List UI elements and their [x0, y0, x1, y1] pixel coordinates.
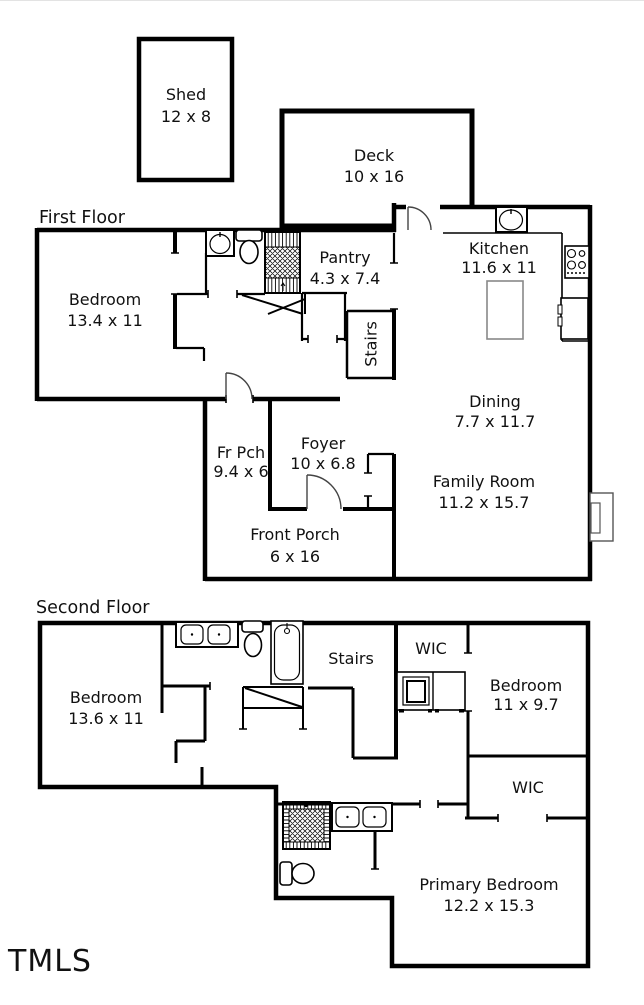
shed-name: Shed — [166, 85, 206, 104]
kitchen-name: Kitchen — [469, 239, 529, 258]
bedroom1-dims: 13.4 x 11 — [67, 311, 143, 330]
refrigerator-icon — [557, 297, 589, 340]
deck-name: Deck — [354, 146, 395, 165]
stairs1-label: Stairs — [362, 321, 381, 367]
stairs-hatch-icon — [264, 231, 301, 294]
double-vanity-icon — [331, 802, 393, 832]
second-floor: Second Floor — [36, 598, 591, 969]
pantry-name: Pantry — [319, 248, 370, 267]
stove-icon — [564, 245, 590, 279]
family-room-name: Family Room — [433, 472, 535, 491]
bedroom3-name: Bedroom — [490, 676, 562, 695]
stairs2-well — [242, 686, 304, 729]
fr-pch-dims: 9.4 x 6 — [213, 462, 268, 481]
foyer-name: Foyer — [301, 434, 346, 453]
deck-dims: 10 x 16 — [344, 167, 404, 186]
first-floor-label: First Floor — [39, 208, 126, 228]
washer-dryer-icon — [396, 671, 466, 713]
deck: Deck 10 x 16 — [279, 108, 475, 230]
second-floor-bathroom — [175, 620, 304, 685]
stairs1-box — [345, 309, 394, 380]
deck-door — [407, 206, 432, 231]
bedroom3-dims: 11 x 9.7 — [493, 695, 558, 714]
shed-outline — [136, 36, 235, 183]
wic2-label: WIC — [512, 778, 544, 797]
double-vanity-icon — [175, 621, 239, 648]
wic1-label: WIC — [415, 639, 447, 658]
shed: Shed 12 x 8 — [136, 36, 235, 183]
dining-dims: 7.7 x 11.7 — [455, 412, 536, 431]
shower-head — [304, 803, 308, 808]
front-porch-dims: 6 x 16 — [270, 547, 320, 566]
family-room-dims: 11.2 x 15.7 — [439, 493, 530, 512]
primary-bedroom-dims: 12.2 x 15.3 — [444, 896, 535, 915]
toilet-icon — [235, 229, 263, 265]
toilet-icon — [279, 861, 315, 886]
understair-lines — [241, 292, 306, 315]
second-floor-inner-walls — [160, 621, 590, 869]
kitchen-fixtures — [486, 206, 590, 340]
primary-bathroom — [279, 801, 393, 886]
tmls-watermark: TMLS — [7, 944, 92, 979]
door-arc-icon — [407, 206, 432, 231]
shed-dims: 12 x 8 — [161, 107, 211, 126]
kitchen-island — [486, 280, 524, 340]
front-door — [306, 474, 342, 510]
bedroom1-name: Bedroom — [69, 290, 141, 309]
first-floor-bathroom — [205, 229, 263, 265]
door-arc-icon — [225, 372, 253, 400]
second-floor-label: Second Floor — [36, 598, 150, 618]
dining-name: Dining — [469, 392, 521, 411]
second-floor-outer-walls — [37, 620, 591, 969]
pantry-dims: 4.3 x 7.4 — [310, 269, 381, 288]
primary-bedroom-name: Primary Bedroom — [419, 875, 558, 894]
kitchen-sink-icon — [495, 206, 528, 233]
fr-pch-name: Fr Pch — [217, 443, 265, 462]
bedroom2-dims: 13.6 x 11 — [68, 709, 144, 728]
first-floor-thin-walls — [176, 233, 396, 509]
foyer-dims: 10 x 6.8 — [290, 454, 355, 473]
shower-icon — [282, 801, 331, 850]
second-floor-door-jambs — [209, 652, 548, 870]
kitchen-dims: 11.6 x 11 — [461, 258, 537, 277]
front-porch-name: Front Porch — [250, 525, 340, 544]
first-floor-inner-thick-walls — [173, 228, 396, 581]
fr-pch-door — [225, 372, 253, 400]
door-arc-icon — [306, 474, 342, 510]
bathtub-icon — [270, 620, 304, 685]
bedroom2-name: Bedroom — [70, 688, 142, 707]
deck-outline — [279, 108, 475, 230]
fireplace-icon — [589, 492, 614, 542]
stairs-direction-arrow — [280, 282, 286, 291]
stairs2-label: Stairs — [328, 649, 374, 668]
first-floor: First Floor — [34, 203, 614, 582]
toilet-icon — [241, 620, 264, 658]
